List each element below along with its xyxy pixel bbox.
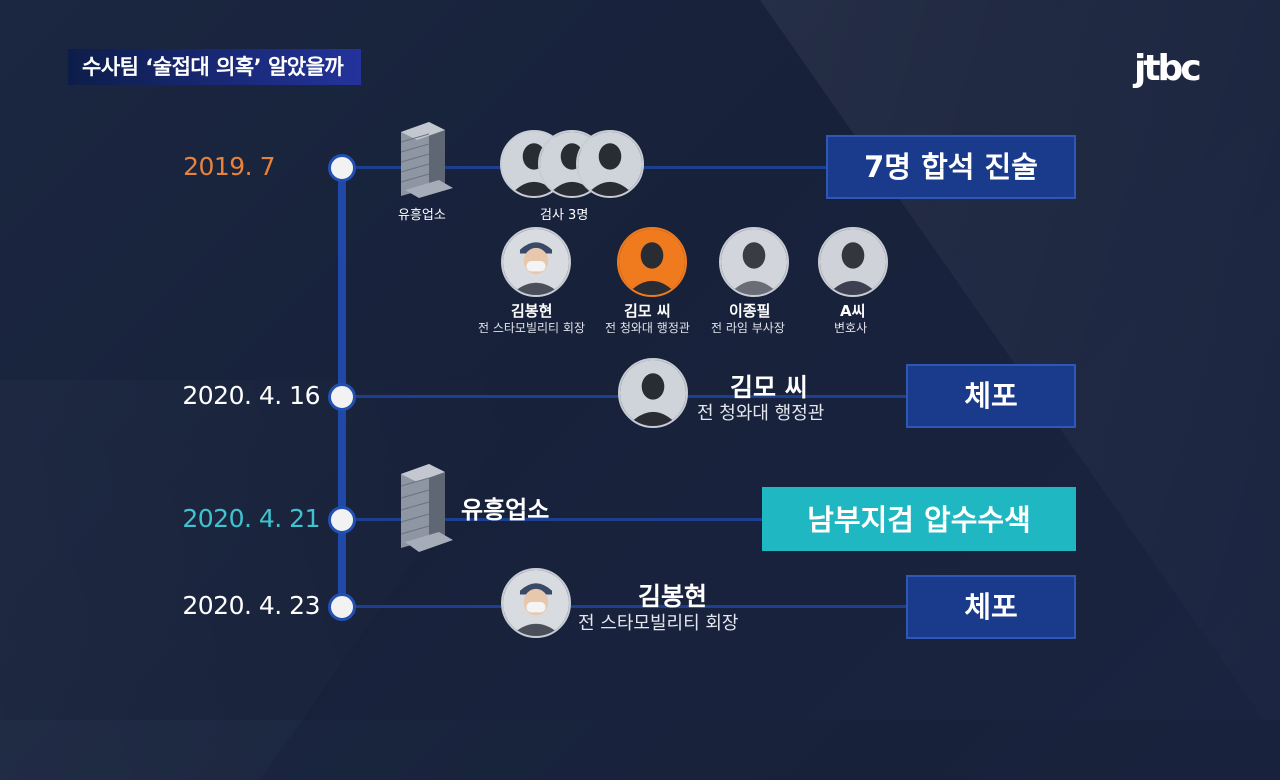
row1-place-label: 유흥업소 [398, 208, 446, 223]
person-avatar-lee-jongpil [719, 227, 789, 297]
person-avatar-kim-bonghyun [501, 227, 571, 297]
background-stripe-lower [0, 380, 541, 780]
row2-name: 김모 씨 [730, 373, 808, 402]
date-2019-7: 2019. 7 [183, 152, 275, 181]
row2-role: 전 청와대 행정관 [697, 403, 825, 424]
jtbc-logo: jtbc [1134, 48, 1202, 89]
person-role-2: 전 청와대 행정관 [605, 321, 690, 335]
building-icon [400, 122, 453, 198]
result-box-row4: 체포 [906, 575, 1076, 639]
date-2020-4-21: 2020. 4. 21 [182, 504, 320, 533]
timeline-node-1 [328, 154, 356, 182]
result-box-row2: 체포 [906, 364, 1076, 428]
prosecutor-avatar-3 [576, 130, 644, 198]
prosecutors-label: 검사 3명 [540, 208, 589, 223]
timeline-node-2 [328, 383, 356, 411]
row4-connector [342, 605, 912, 608]
row4-avatar [501, 568, 571, 638]
person-name-4: A씨 [840, 302, 866, 320]
row3-connector [342, 518, 767, 521]
person-name-3: 이종필 [729, 302, 771, 320]
person-role-4: 변호사 [834, 321, 868, 335]
row2-avatar [618, 358, 688, 428]
person-avatar-kim-mo [617, 227, 687, 297]
person-name-2: 김모 씨 [624, 302, 671, 320]
timeline-node-4 [328, 593, 356, 621]
row3-place-label: 유흥업소 [461, 496, 550, 524]
building-icon-row3 [400, 464, 453, 552]
person-avatar-a [818, 227, 888, 297]
row4-role: 전 스타모빌리티 회장 [578, 613, 739, 634]
person-name-1: 김봉현 [511, 302, 553, 320]
row4-name: 김봉현 [638, 582, 708, 611]
headline-title: 수사팀 ‘술접대 의혹’ 알았을까 [68, 49, 362, 85]
date-2020-4-23: 2020. 4. 23 [182, 591, 320, 620]
timeline-node-3 [328, 506, 356, 534]
person-role-3: 전 라임 부사장 [711, 321, 785, 335]
person-role-1: 전 스타모빌리티 회장 [478, 321, 585, 335]
result-box-row3: 남부지검 압수수색 [762, 487, 1076, 551]
date-2020-4-16: 2020. 4. 16 [182, 381, 320, 410]
result-box-row1: 7명 합석 진술 [826, 135, 1076, 199]
